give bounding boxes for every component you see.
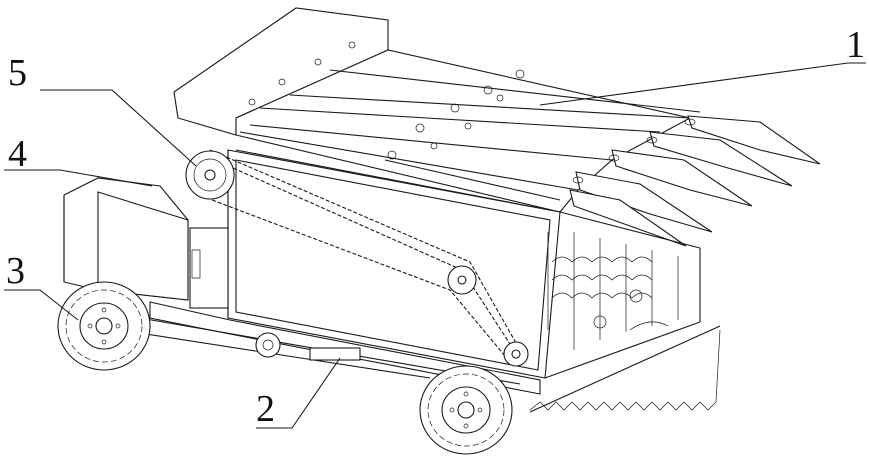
callout-1: 1 [846,26,865,64]
front-left-wheel [58,282,150,370]
rear-left-wheel-hint [630,322,668,330]
rear-right-wheel [420,366,512,454]
reel-fingers [548,232,678,350]
callout-5: 5 [8,54,27,92]
callout-2: 2 [256,390,275,428]
callout-3: 3 [6,252,25,290]
callout-4: 4 [8,135,27,173]
